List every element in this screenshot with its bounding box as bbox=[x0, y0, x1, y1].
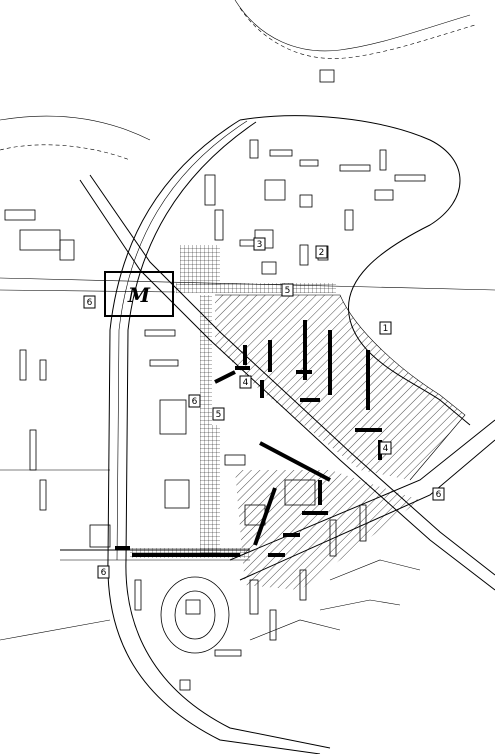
legend-markers: 1 2 3 4 4 5 5 6 6 6 6 bbox=[83, 237, 445, 579]
metro-station: M bbox=[104, 271, 174, 317]
marker-3: 3 bbox=[253, 237, 266, 251]
north-roads bbox=[0, 0, 476, 161]
south-district bbox=[134, 329, 421, 691]
svg-text:6: 6 bbox=[436, 490, 442, 500]
svg-text:4: 4 bbox=[383, 444, 389, 454]
svg-text:5: 5 bbox=[216, 410, 222, 420]
residential-zone bbox=[215, 294, 466, 590]
svg-text:6: 6 bbox=[101, 568, 107, 578]
svg-text:5: 5 bbox=[285, 286, 291, 296]
marker-5a: 5 bbox=[281, 283, 294, 297]
svg-text:3: 3 bbox=[257, 240, 263, 250]
marker-6a: 6 bbox=[83, 295, 96, 309]
marker-5b: 5 bbox=[212, 407, 225, 421]
svg-text:2: 2 bbox=[319, 248, 325, 258]
marker-1: 1 bbox=[379, 321, 392, 335]
svg-text:1: 1 bbox=[383, 324, 389, 334]
west-buildings bbox=[0, 209, 111, 641]
marker-6b: 6 bbox=[188, 394, 201, 408]
main-highway bbox=[107, 119, 331, 754]
svg-text:6: 6 bbox=[87, 298, 93, 308]
marker-4a: 4 bbox=[239, 375, 252, 389]
marker-2: 2 bbox=[315, 245, 328, 259]
new-buildings bbox=[115, 320, 382, 557]
marker-4b: 4 bbox=[379, 441, 392, 455]
svg-text:6: 6 bbox=[192, 397, 198, 407]
svg-text:4: 4 bbox=[243, 378, 249, 388]
marker-6c: 6 bbox=[432, 487, 445, 501]
metro-symbol: M bbox=[127, 283, 151, 307]
marker-6d: 6 bbox=[97, 565, 110, 579]
